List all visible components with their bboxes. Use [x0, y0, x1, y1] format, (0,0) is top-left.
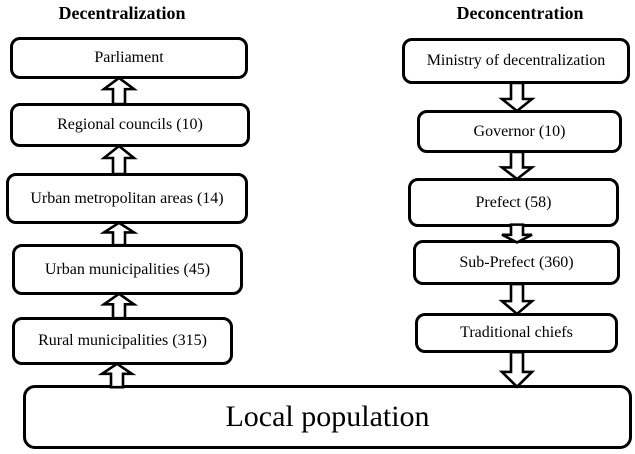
box-label: Sub-Prefect (360) — [459, 253, 574, 271]
down-arrow-icon — [500, 283, 534, 315]
box-prefect: Prefect (58) — [408, 178, 619, 227]
box-ministry-of-decentralization: Ministry of decentralization — [402, 38, 630, 84]
up-arrow-icon — [102, 222, 136, 246]
box-label: Prefect (58) — [475, 193, 552, 211]
up-arrow-icon — [100, 363, 134, 388]
left-column-title: Decentralization — [58, 3, 186, 23]
down-arrow-icon — [500, 151, 534, 180]
right-column-title: Deconcentration — [456, 3, 584, 23]
box-label: Traditional chiefs — [460, 324, 573, 341]
box-label: Urban metropolitan areas (14) — [30, 189, 224, 207]
box-label: Regional councils (10) — [57, 116, 203, 133]
box-label: Governor (10) — [473, 122, 566, 140]
box-urban-metropolitan-areas: Urban metropolitan areas (14) — [6, 173, 248, 224]
down-arrow-icon — [500, 351, 534, 388]
up-arrow-icon — [102, 77, 136, 105]
box-rural-municipalities: Rural municipalities (315) — [12, 317, 233, 365]
box-label: Ministry of decentralization — [426, 52, 606, 69]
box-label: Parliament — [94, 49, 164, 66]
box-label: Rural municipalities (315) — [38, 332, 207, 349]
box-label: Urban municipalities (45) — [44, 260, 211, 278]
box-parliament: Parliament — [10, 37, 248, 79]
up-arrow-icon — [102, 145, 136, 175]
box-governor: Governor (10) — [417, 110, 622, 153]
box-label: Local population — [225, 400, 430, 433]
box-regional-councils: Regional councils (10) — [10, 103, 250, 147]
down-arrow-icon — [500, 82, 534, 112]
box-sub-prefect: Sub-Prefect (360) — [413, 240, 620, 285]
up-arrow-icon — [102, 293, 136, 319]
down-arrow-icon — [500, 224, 534, 243]
box-urban-municipalities: Urban municipalities (45) — [12, 244, 243, 295]
box-traditional-chiefs: Traditional chiefs — [415, 313, 618, 353]
box-local-population: Local population — [23, 385, 632, 449]
